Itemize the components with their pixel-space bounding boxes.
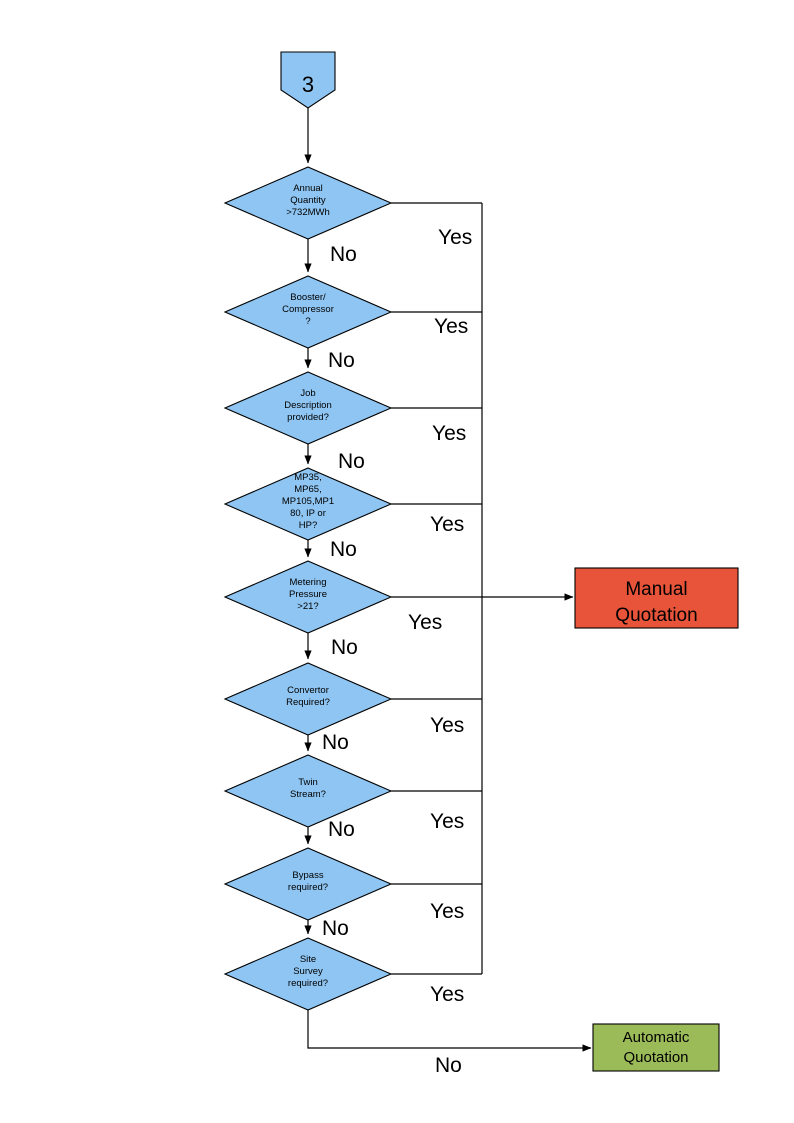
- decision-line: Annual: [293, 183, 323, 194]
- decision-line: ?: [305, 316, 311, 327]
- terminal-line: Manual: [625, 579, 688, 600]
- edge-label-no-8: No: [322, 917, 349, 940]
- edge-label-yes-4: Yes: [430, 513, 465, 536]
- decision-label-bypass-required: Bypass required?: [248, 870, 368, 894]
- decision-label-site-survey: Site Survey required?: [248, 954, 368, 990]
- edge-label-no-final: No: [435, 1054, 462, 1077]
- entry-connector-shape: [280, 51, 336, 109]
- decision-line: Survey: [293, 966, 323, 977]
- edge-label-no-7: No: [328, 818, 355, 841]
- edge-label-yes-9: Yes: [430, 983, 465, 1006]
- decision-line: MP35,: [294, 472, 322, 483]
- edge-label-yes-8: Yes: [430, 900, 465, 923]
- edge-label-no-4: No: [330, 538, 357, 561]
- decision-line: >732MWh: [286, 207, 330, 218]
- decision-line: Metering: [289, 577, 327, 588]
- edge-label-no-5: No: [331, 636, 358, 659]
- edge-label-no-6: No: [322, 731, 349, 754]
- edge-label-no-2: No: [328, 349, 355, 372]
- decision-label-convertor-required: Convertor Required?: [248, 685, 368, 709]
- edge-label-yes-2: Yes: [434, 315, 469, 338]
- decision-line: Job: [300, 388, 316, 399]
- decision-line: Description: [284, 400, 332, 411]
- decision-line: Stream?: [290, 789, 326, 800]
- decision-label-booster-compressor: Booster/ Compressor ?: [248, 292, 368, 328]
- decision-label-job-description: Job Description provided?: [248, 388, 368, 424]
- decision-line: required?: [287, 882, 329, 893]
- decision-line: Site: [299, 954, 317, 965]
- decision-label-mp-rating: MP35, MP65, MP105,MP1 80, IP or HP?: [248, 472, 368, 532]
- decision-label-metering-pressure: Metering Pressure >21?: [248, 577, 368, 613]
- decision-line: Quantity: [290, 195, 326, 206]
- decision-label-annual-quantity: Annual Quantity >732MWh: [248, 183, 368, 219]
- terminal-line: Quotation: [615, 605, 698, 626]
- decision-line: provided?: [287, 412, 329, 423]
- decision-line: Bypass: [292, 870, 324, 881]
- edge-label-no-3: No: [338, 450, 365, 473]
- terminal-label-manual-quotation: Manual Quotation: [575, 577, 738, 629]
- decision-line: HP?: [298, 520, 318, 531]
- edge-label-yes-6: Yes: [430, 714, 465, 737]
- terminal-label-automatic-quotation: Automatic Quotation: [593, 1028, 719, 1068]
- decision-line: Pressure: [288, 589, 327, 600]
- terminal-automatic-quotation[interactable]: [592, 1023, 720, 1072]
- decision-label-twin-stream: Twin Stream?: [248, 777, 368, 801]
- decision-line: Convertor: [287, 685, 329, 696]
- decision-line: required?: [287, 978, 329, 989]
- terminal-line: Automatic: [622, 1029, 690, 1046]
- edge-label-yes-3: Yes: [432, 422, 467, 445]
- decision-line: Required?: [286, 697, 330, 708]
- terminal-line: Quotation: [623, 1049, 689, 1066]
- edge-label-yes-5: Yes: [408, 611, 443, 634]
- terminal-manual-quotation[interactable]: [574, 567, 739, 629]
- decision-line: MP105,MP1: [281, 496, 335, 507]
- edge-label-yes-1: Yes: [438, 226, 473, 249]
- decision-line: MP65,: [294, 484, 322, 495]
- decision-line: >21?: [297, 601, 319, 612]
- entry-connector-label: 3: [302, 72, 314, 97]
- decision-line: Twin: [298, 777, 318, 788]
- decision-line: Compressor: [282, 304, 334, 315]
- decision-line: 80, IP or: [290, 508, 326, 519]
- decision-line: Booster/: [290, 292, 326, 303]
- edge-final-no-to-automatic-quotation: [307, 1010, 592, 1052]
- edge-label-no-1: No: [330, 243, 357, 266]
- edge-label-yes-7: Yes: [430, 810, 465, 833]
